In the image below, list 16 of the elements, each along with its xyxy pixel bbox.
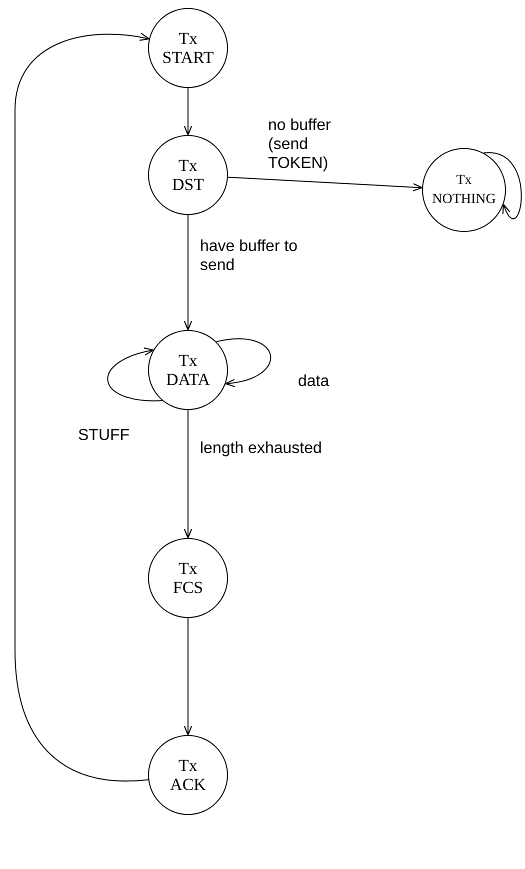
loop-arrow (216, 338, 271, 387)
arrow (227, 176, 423, 192)
state-circle: Tx ACK (148, 735, 228, 815)
arrow (184, 410, 192, 539)
state-circle: Tx START (148, 8, 228, 88)
state-circle: Tx NOTHING (422, 148, 506, 232)
arrow (184, 618, 192, 736)
arrow (184, 88, 192, 136)
loop-arrow (107, 348, 163, 402)
arrow (184, 214, 192, 331)
state-circle: Tx DST (148, 135, 228, 215)
arrow (14, 33, 150, 782)
state-circle: Tx DATA (148, 330, 228, 410)
state-circle: Tx FCS (148, 538, 228, 618)
edge-label: length exhausted (200, 439, 322, 458)
loop-arrow (483, 152, 522, 220)
